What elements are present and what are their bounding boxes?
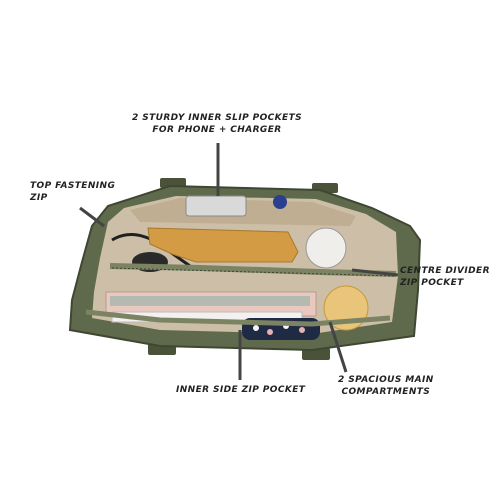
callout-main-compartments: 2 SPACIOUS MAIN COMPARTMENTS bbox=[338, 374, 434, 398]
callout-line: FOR PHONE + CHARGER bbox=[152, 125, 282, 135]
centre-divider-zip bbox=[109, 263, 397, 277]
callout-line: COMPARTMENTS bbox=[341, 387, 431, 397]
phone bbox=[185, 195, 247, 217]
callout-lines bbox=[79, 143, 399, 380]
callout-line: 2 STURDY INNER SLIP POCKETS bbox=[132, 113, 302, 123]
callout-line: TOP FASTENING bbox=[30, 181, 116, 191]
inner-side-zip bbox=[85, 309, 391, 327]
callout-line: INNER SIDE ZIP POCKET bbox=[176, 385, 306, 395]
callout-inner-slip-pockets: 2 STURDY INNER SLIP POCKETS FOR PHONE + … bbox=[128, 112, 306, 136]
callout-centre-divider: CENTRE DIVIDER ZIP POCKET bbox=[400, 265, 490, 289]
callout-line: ZIP POCKET bbox=[400, 278, 464, 288]
wallet bbox=[147, 227, 299, 263]
callout-inner-side-zip: INNER SIDE ZIP POCKET bbox=[176, 384, 305, 396]
callout-line: CENTRE DIVIDER bbox=[400, 266, 490, 276]
callout-top-fastening-zip: TOP FASTENING ZIP bbox=[30, 180, 115, 204]
round-case bbox=[305, 227, 347, 269]
callout-line: ZIP bbox=[30, 193, 48, 203]
callout-line: 2 SPACIOUS MAIN bbox=[338, 375, 434, 385]
charger bbox=[273, 195, 287, 209]
